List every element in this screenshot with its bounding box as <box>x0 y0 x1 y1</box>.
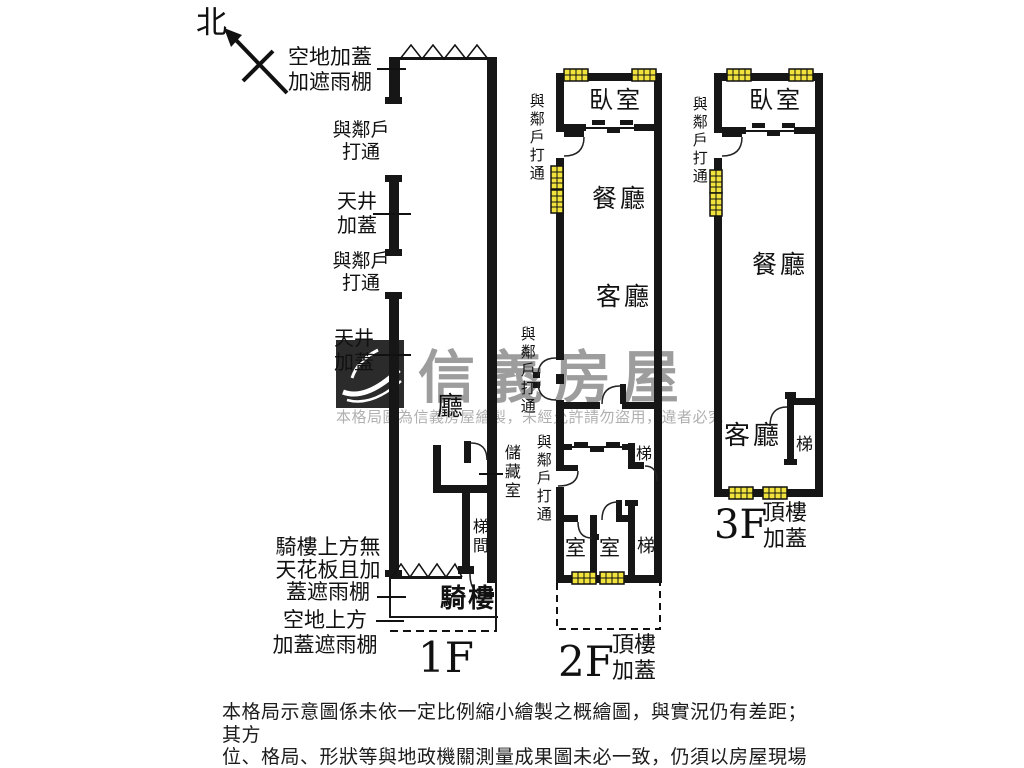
north-label: 北 <box>196 5 227 41</box>
floor3-label: 3F <box>714 502 768 548</box>
floor3-living-label: 客廳 <box>723 421 782 451</box>
floor2-door-swing-icons <box>537 136 658 539</box>
floor1-skylight-2: 天井 加蓋 <box>334 326 374 374</box>
floor3-bedroom-label: 臥室 <box>749 86 803 114</box>
watermark-brand-text: 信義房屋 <box>418 345 690 411</box>
floor2-stair-lower-label: 梯 <box>637 536 655 557</box>
floor2-stair-upper-label: 梯 <box>636 444 653 463</box>
floor2-label: 2F <box>558 637 614 686</box>
floor1-arcade-note: 騎樓上方無 天花板且加 蓋遮雨棚 <box>275 535 381 604</box>
floor3-dining-label: 餐廳 <box>751 250 808 279</box>
floor1-ground-note: 空地上方 加蓋遮雨棚 <box>272 608 378 657</box>
floor1-hall-label: 廳 <box>436 392 463 422</box>
floor1-neighbor-open-2: 與鄰戶 打通 <box>332 250 390 295</box>
floor2-dining-label: 餐廳 <box>591 184 648 213</box>
floor2-room-a-label: 室 <box>565 536 586 560</box>
floor2-neighbor-open-top: 與鄰戶打通 <box>527 93 546 183</box>
floor2-rooftop-dashed-outline <box>556 583 661 630</box>
floor2-room-b-label: 室 <box>599 536 620 560</box>
floor1-stair-hall-label: 梯間 <box>469 518 489 556</box>
floor1-canopy-zigzag-icon <box>391 43 489 579</box>
floor1-skylight-1: 天井 加蓋 <box>337 189 377 237</box>
floor1-door-swing-icons <box>469 442 491 597</box>
floor2-rooftop-note: 頂樓 加蓋 <box>611 633 656 684</box>
floor1-leader-lines <box>373 68 503 622</box>
floor1-neighbor-open-1: 與鄰戶 打通 <box>332 119 390 164</box>
floor1-canopy-note: 空地加蓋 加遮雨棚 <box>288 45 372 94</box>
floor1-storage-label: 儲藏室 <box>501 444 521 501</box>
floor1-arcade-label: 騎樓 <box>439 584 496 614</box>
floor3-door-swing-icons <box>721 136 788 427</box>
floor2-living-label: 客廳 <box>595 282 652 311</box>
floor3-stair-label: 梯 <box>796 435 813 455</box>
floor2-neighbor-open-low: 與鄰戶打通 <box>534 434 553 524</box>
floor3-neighbor-open-top: 與鄰戶打通 <box>690 96 709 186</box>
north-arrow-icon <box>224 28 289 95</box>
disclaimer-text: 本格局示意圖係未依一定比例縮小繪製之概繪圖，與實況仍有差距；其方 位、格局、形狀… <box>222 701 808 768</box>
floor2-bedroom-label: 臥室 <box>589 86 643 114</box>
floor2-neighbor-open-mid: 與鄰戶打通 <box>518 326 537 416</box>
floor1-label: 1F <box>418 633 474 682</box>
watermark-subtitle-text: 本格局圖為信義房屋繪製，未經允許請勿盜用，違者必究 <box>336 408 724 426</box>
floor3-rooftop-note: 頂樓 加蓋 <box>762 501 807 552</box>
